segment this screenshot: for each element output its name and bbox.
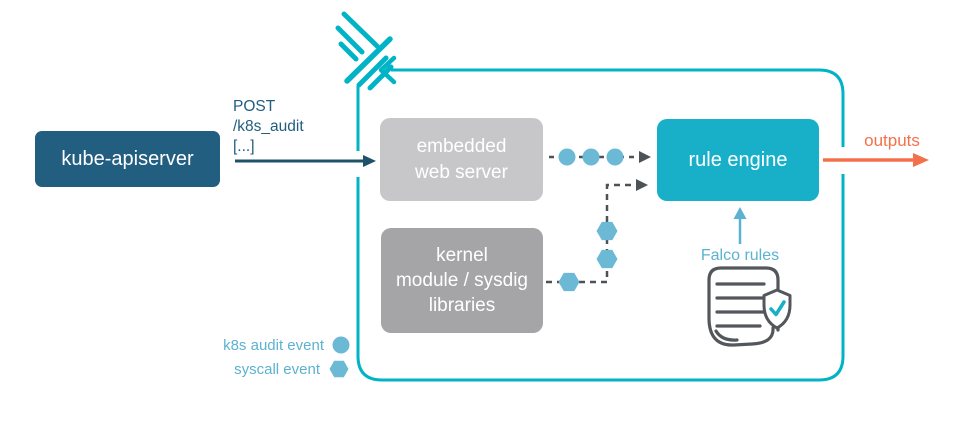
kube-apiserver-node: kube-apiserver	[35, 131, 220, 187]
k8s-audit-event-dot	[558, 148, 576, 166]
kernel-label-line: libraries	[428, 295, 496, 317]
legend-row-syscall-event: syscall event	[200, 357, 350, 381]
kernel-label-line: module / sysdig	[395, 269, 528, 291]
falco-container-border	[356, 68, 845, 382]
rules-document-icon	[707, 266, 792, 347]
syscall-event-hexagon	[596, 221, 618, 241]
web-server-label-line: embedded	[416, 136, 507, 158]
post-line: [...]	[233, 138, 255, 155]
syscall-event-hexagon	[558, 272, 580, 292]
embedded-web-server-node: embedded web server	[380, 118, 543, 201]
outputs-arrow	[823, 153, 929, 167]
legend-k8s-audit-label: k8s audit event	[223, 336, 324, 354]
post-line: POST	[233, 98, 276, 115]
web-server-label-line: web server	[415, 161, 508, 183]
k8s-audit-event-dot	[606, 148, 624, 166]
kernel-label-line: kernel	[436, 244, 488, 266]
legend-syscall-label: syscall event	[234, 360, 320, 378]
legend: k8s audit event syscall event	[200, 333, 350, 381]
legend-row-k8s-audit-event: k8s audit event	[200, 333, 350, 357]
falco-logo-icon	[335, 11, 397, 91]
post-arrow	[235, 155, 376, 167]
kube-apiserver-label: kube-apiserver	[61, 147, 194, 170]
k8s-audit-flow	[549, 148, 651, 166]
legend-hexagon-icon	[329, 360, 349, 378]
k8s-audit-event-dot	[582, 148, 600, 166]
post-request-label: POST /k8s_audit [...]	[233, 97, 304, 157]
rule-engine-node: rule engine	[657, 119, 819, 201]
shield-check-icon	[762, 288, 792, 330]
post-line: /k8s_audit	[233, 118, 304, 135]
kernel-module-node: kernel module / sysdig libraries	[381, 228, 543, 333]
legend-circle-icon	[332, 336, 350, 354]
outputs-label: outputs	[864, 131, 920, 150]
falco-rules-arrow	[733, 207, 747, 244]
syscall-event-hexagon	[596, 249, 618, 269]
rule-engine-label: rule engine	[688, 148, 788, 171]
syscall-flow	[546, 179, 648, 292]
falco-rules-label: Falco rules	[700, 247, 780, 264]
